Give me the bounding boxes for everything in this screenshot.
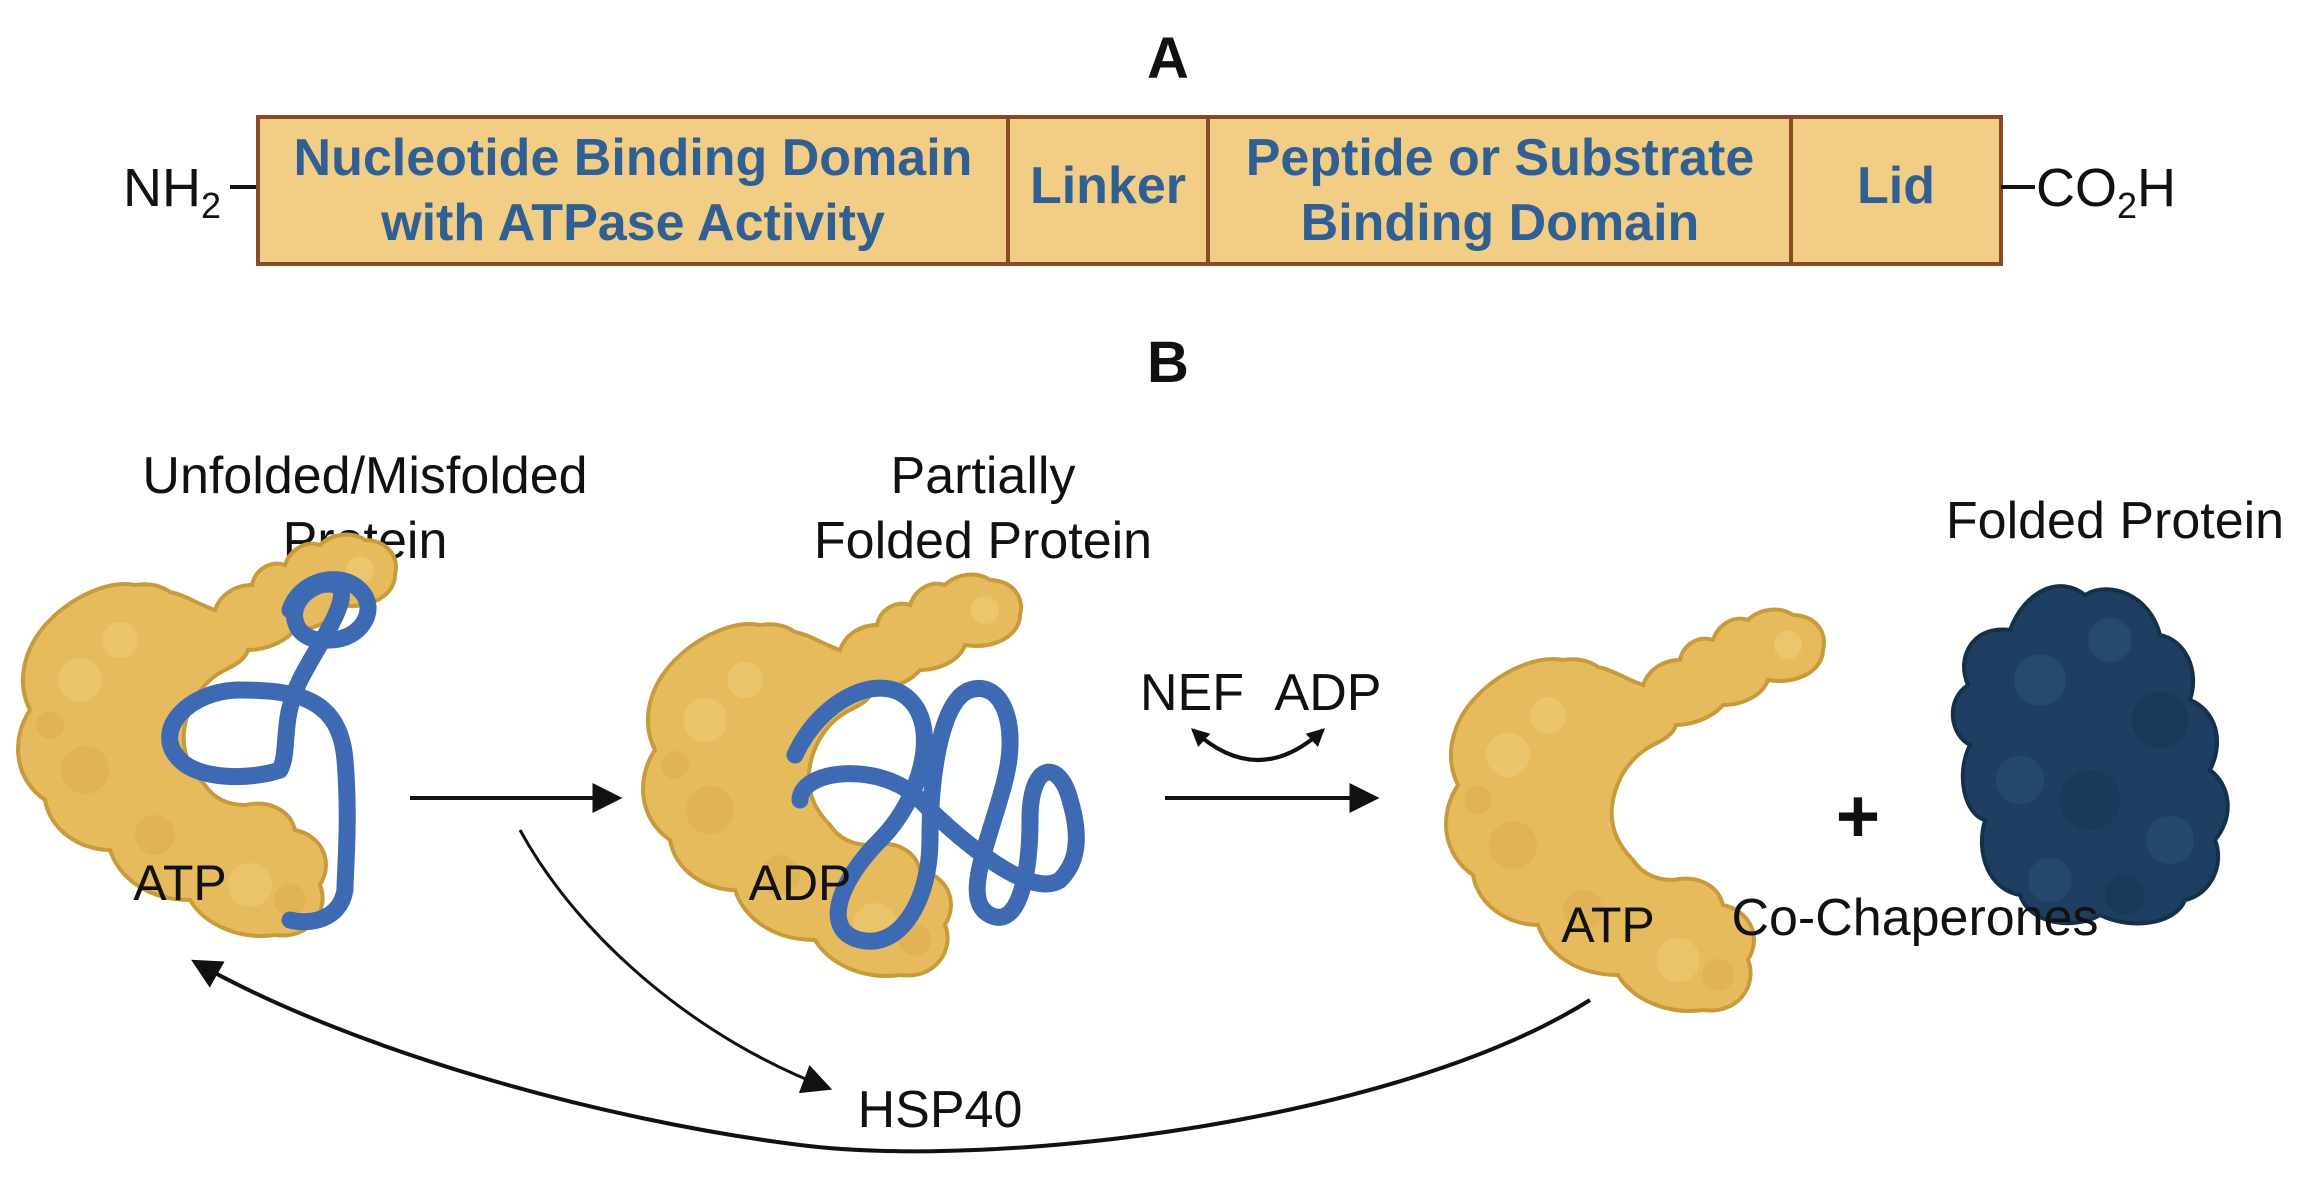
lid-box [1789, 115, 2003, 266]
domain-bar: Nucleotide Binding Domain with ATPase Ac… [256, 115, 2003, 266]
folded-protein-label: Folded Protein [1946, 492, 2284, 550]
nucleotide-binding-domain-label-1: Nucleotide Binding Domain [294, 129, 973, 187]
partial-protein-label-1: Partially [891, 447, 1076, 505]
nucleotide-adp: ADP [749, 855, 852, 911]
adp-exchange-label: ADP [1275, 664, 1382, 722]
nucleotide-exchange-arrow [1191, 728, 1325, 762]
hsp40-label: HSP40 [858, 1081, 1023, 1139]
linker-box [1006, 115, 1210, 266]
plus-sign: + [1836, 774, 1880, 859]
unfolded-protein-label-1: Unfolded/Misfolded [142, 447, 587, 505]
folded-protein-icon [1950, 584, 2230, 926]
nucleotide-binding-domain-label-2: with ATPase Activity [380, 194, 885, 252]
n-terminus-label: NH2 [123, 158, 221, 226]
nef-label: NEF [1140, 664, 1244, 722]
partial-protein-label-2: Folded Protein [814, 512, 1152, 570]
panel-a-letter: A [1147, 26, 1189, 91]
panel-b-letter: B [1147, 330, 1189, 395]
nucleotide-atp-1: ATP [133, 855, 227, 911]
lid-label: Lid [1857, 157, 1935, 215]
linker-label: Linker [1030, 157, 1186, 215]
substrate-binding-domain-box [1206, 115, 1793, 266]
partially-folded-polypeptide-icon [786, 679, 1085, 950]
recycling-arrow [191, 959, 1592, 1154]
substrate-binding-domain-label-1: Peptide or Substrate [1246, 129, 1755, 187]
nucleotide-atp-2: ATP [1561, 897, 1655, 953]
co-chaperones-label: Co-Chaperones [1731, 889, 2098, 947]
substrate-binding-domain-label-2: Binding Domain [1301, 194, 1700, 252]
hsp40-arrow [518, 829, 833, 1094]
unfolded-polypeptide-icon [161, 571, 377, 931]
c-terminus-label: CO2H [2036, 158, 2176, 226]
